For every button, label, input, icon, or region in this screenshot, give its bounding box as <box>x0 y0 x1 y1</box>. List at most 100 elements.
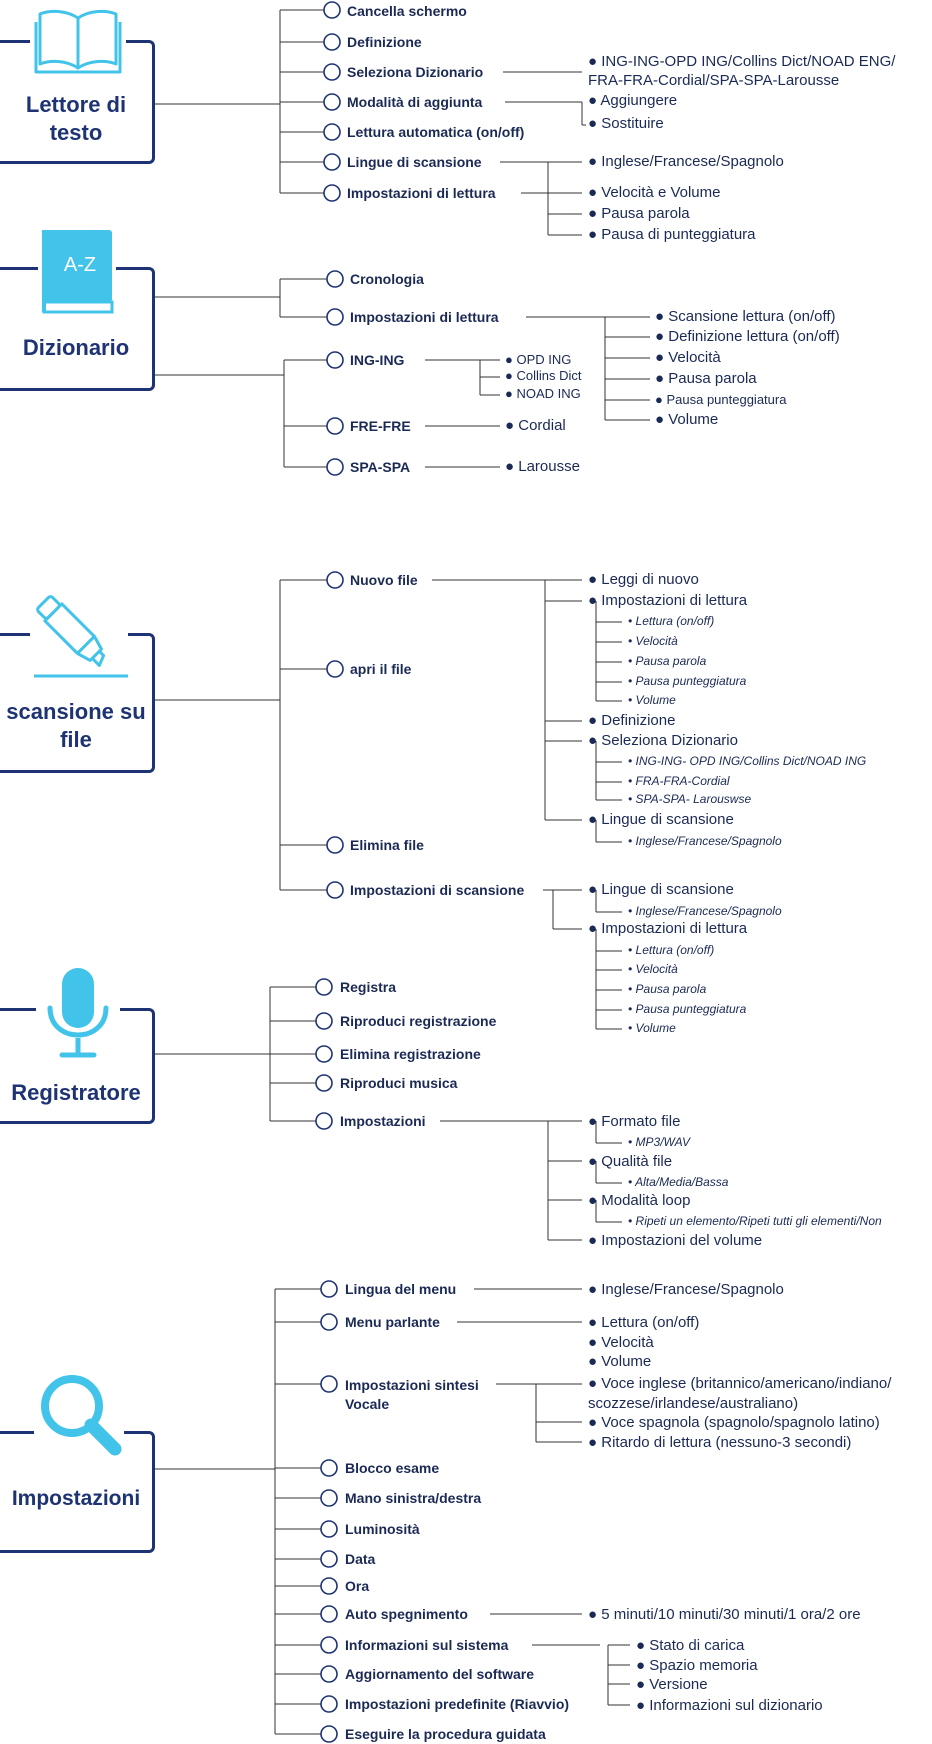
lettore-seleziona-opt: ● ING-ING-OPD ING/Collins Dict/NOAD ENG/… <box>588 53 896 89</box>
impostazioni-node-3 <box>320 1459 338 1477</box>
lettore-node-3 <box>323 93 341 111</box>
impostazioni-item-8: Auto spegnimento <box>345 1606 468 1622</box>
scansione-item-1: apri il file <box>350 661 412 677</box>
impostazioni-sintesi-opt-1: ● Voce spagnola (spagnolo/spagnolo latin… <box>588 1414 880 1431</box>
lettore-aggiunta-opt-0: ● Aggiungere <box>588 92 678 109</box>
scansione-file-lettura-sub-4: • Volume <box>628 693 676 707</box>
dizionario-item-3: FRE-FRE <box>350 418 411 434</box>
impostazioni-item-9: Informazioni sul sistema <box>345 1637 509 1653</box>
impostazioni-menu-opt-2: ● Volume <box>588 1353 652 1370</box>
scansione-settings-lettura-sub-4: • Volume <box>628 1021 676 1035</box>
registratore-item-0: Registra <box>340 979 397 995</box>
scansione-node-2 <box>326 836 344 854</box>
lettore-node-4 <box>323 123 341 141</box>
impostazioni-node-2 <box>320 1375 338 1393</box>
impostazioni-node-1 <box>320 1313 338 1331</box>
impostazioni-label: Impostazioni <box>11 1487 141 1510</box>
scansione-settings-lettura-sub-1: • Velocità <box>628 962 678 976</box>
impostazioni-node-10 <box>320 1665 338 1683</box>
registratore-opt-0: ● Formato file <box>588 1113 681 1130</box>
dizionario-inging-opt-1: ● Collins Dict <box>505 368 582 383</box>
impostazioni-node-9 <box>320 1636 338 1654</box>
lettore-item-2: Seleziona Dizionario <box>347 64 484 80</box>
impostazioni-item-5: Luminosità <box>345 1521 420 1537</box>
scansione-label: scansione su file <box>6 699 146 752</box>
impostazioni-item-12: Eseguire la procedura guidata <box>345 1726 546 1742</box>
scansione-file-opt-3: ● Seleziona Dizionario <box>588 732 738 749</box>
impostazioni-item-1: Menu parlante <box>345 1314 440 1330</box>
dizionario-lettura-opt-1: ● Definizione lettura (on/off) <box>655 328 840 345</box>
registratore-formato-sub-0: • MP3/WAV <box>628 1135 691 1149</box>
dizionario-b-node-1 <box>326 417 344 435</box>
a-z-icon-text: A-Z <box>64 254 96 276</box>
scansione-file-dict-sub-0: • ING-ING- OPD ING/Collins Dict/NOAD ING <box>628 754 867 768</box>
impostazioni-sintesi-opt-0: ● Voce inglese (britannico/americano/ind… <box>588 1375 892 1412</box>
dizionario-label: Dizionario <box>22 335 130 360</box>
dizionario-item-0: Cronologia <box>350 271 424 287</box>
registratore-item-3: Riproduci musica <box>340 1075 458 1091</box>
dizionario-inging-opt-0: ● OPD ING <box>505 352 572 367</box>
dizionario-item-1: Impostazioni di lettura <box>350 309 499 325</box>
lettore-node-5 <box>323 153 341 171</box>
scansione-settings-lettura-sub-0: • Lettura (on/off) <box>628 943 715 957</box>
impostazioni-item-10: Aggiornamento del software <box>345 1666 535 1682</box>
registratore-qualita-sub-0: • Alta/Media/Bassa <box>628 1175 729 1189</box>
impostazioni-info-opt-2: ● Versione <box>636 1676 708 1693</box>
highlighter-pen-icon <box>30 587 128 683</box>
registratore-label: Registratore <box>11 1080 141 1105</box>
dizionario-a-node-1 <box>326 308 344 326</box>
dizionario-lettura-opt-4: ● Pausa punteggiatura <box>655 392 787 407</box>
dizionario-lettura-opt-2: ● Velocità <box>655 349 721 366</box>
impostazioni-item-6: Data <box>345 1551 376 1567</box>
dizionario-lettura-opt-0: ● Scansione lettura (on/off) <box>655 308 836 325</box>
dizionario-frefre-opt: ● Cordial <box>505 417 566 434</box>
microphone-icon <box>36 964 120 1060</box>
impostazioni-auto-opt: ● 5 minuti/10 minuti/30 minuti/1 ora/2 o… <box>588 1606 861 1623</box>
dizionario-lettura-opt-5: ● Volume <box>655 411 719 428</box>
lettore-lettura-opt-0: ● Velocità e Volume <box>588 184 721 201</box>
lettore-aggiunta-opt-1: ● Sostituire <box>588 115 664 132</box>
scansione-node-0 <box>326 571 344 589</box>
registratore-item-2: Elimina registrazione <box>340 1046 481 1062</box>
dizionario-a-node-0 <box>326 270 344 288</box>
impostazioni-item-0: Lingua del menu <box>345 1281 457 1297</box>
impostazioni-item-11: Impostazioni predefinite (Riavvio) <box>345 1696 570 1712</box>
impostazioni-info-opt-0: ● Stato di carica <box>636 1637 745 1654</box>
lettore-lingue-opt: ● Inglese/Francese/Spagnolo <box>588 153 784 170</box>
dizionario-inging-opt-2: ● NOAD ING <box>505 386 581 401</box>
dizionario-lettura-opt-3: ● Pausa parola <box>655 370 757 387</box>
registratore-node-3 <box>315 1074 333 1092</box>
scansione-file-lettura-sub-0: • Lettura (on/off) <box>628 614 715 628</box>
lettore-item-1: Definizione <box>347 34 422 50</box>
dizionario-b-node-0 <box>326 351 344 369</box>
magnifier-icon <box>34 1372 124 1464</box>
impostazioni-node-0 <box>320 1280 338 1298</box>
lettore-node-6 <box>323 184 341 202</box>
impostazioni-node-12 <box>320 1725 338 1743</box>
impostazioni-info-opt-1: ● Spazio memoria <box>636 1657 758 1674</box>
lettore-node-0 <box>323 1 341 19</box>
scansione-file-lingue-sub-0: • Inglese/Francese/Spagnolo <box>628 834 782 848</box>
dizionario-spaspa-opt: ● Larousse <box>505 458 580 475</box>
impostazioni-item-2: Impostazioni sintesi Vocale <box>345 1377 479 1412</box>
registratore-opt-3: ● Impostazioni del volume <box>588 1232 763 1249</box>
open-book-icon <box>30 8 126 78</box>
registratore-node-0 <box>315 978 333 996</box>
lettore-item-0: Cancella schermo <box>347 3 467 19</box>
scansione-file-lettura-sub-2: • Pausa parola <box>628 654 707 668</box>
impostazioni-item-7: Ora <box>345 1578 370 1594</box>
registratore-item-4: Impostazioni <box>340 1113 426 1129</box>
impostazioni-lingua-opt: ● Inglese/Francese/Spagnolo <box>588 1281 784 1298</box>
lettore-item-3: Modalità di aggiunta <box>347 94 483 110</box>
scansione-item-0: Nuovo file <box>350 572 418 588</box>
scansione-settings-lettura-sub-3: • Pausa punteggiatura <box>628 1002 747 1016</box>
scansione-settings-opt-0: ● Lingue di scansione <box>588 881 734 898</box>
scansione-item-2: Elimina file <box>350 837 424 853</box>
registratore-node-2 <box>315 1045 333 1063</box>
impostazioni-menu-opt-0: ● Lettura (on/off) <box>588 1314 700 1331</box>
scansione-file-opt-2: ● Definizione <box>588 712 676 729</box>
registratore-node-4 <box>315 1112 333 1130</box>
scansione-item-3: Impostazioni di scansione <box>350 882 525 898</box>
